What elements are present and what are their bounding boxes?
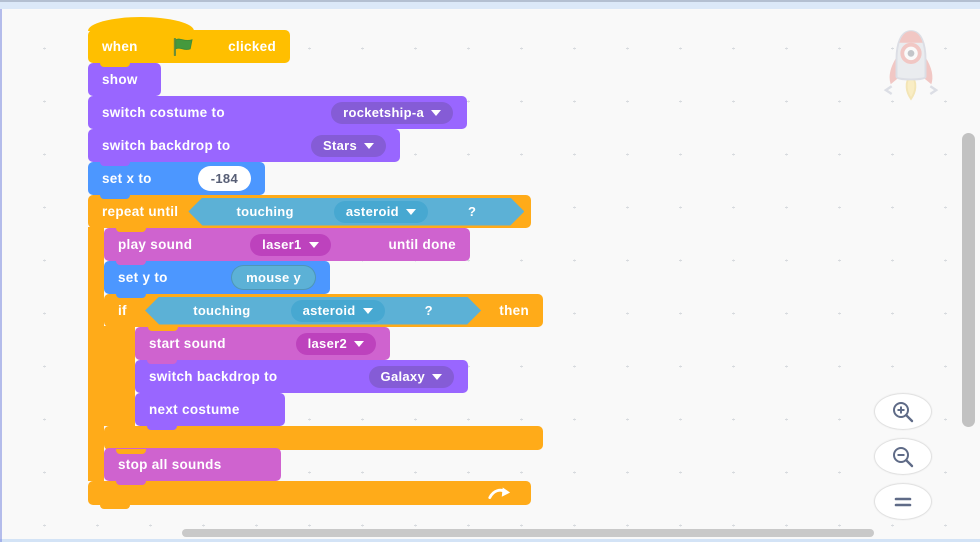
switch-backdrop-label: switch backdrop to	[102, 138, 231, 153]
horizontal-scrollbar[interactable]	[182, 529, 874, 537]
block-when-flag-clicked[interactable]: when clicked	[88, 30, 290, 67]
stop-all-sounds-label: stop all sounds	[118, 457, 222, 472]
play-sound-label: play sound	[118, 237, 193, 252]
chevron-down-icon	[431, 109, 441, 116]
green-flag-icon	[173, 37, 193, 56]
next-costume-label: next costume	[149, 402, 240, 417]
asteroid-dropdown[interactable]: asteroid	[334, 201, 428, 223]
block-start-sound[interactable]: start sound laser2	[135, 327, 390, 364]
block-play-sound[interactable]: play sound laser1 until done	[104, 228, 470, 265]
when-label: when	[102, 39, 138, 54]
zoom-in-button[interactable]	[874, 393, 932, 430]
backdrop-dropdown-value: Stars	[322, 138, 357, 153]
chevron-down-icon	[308, 241, 319, 248]
mouse-y-reporter[interactable]: mouse y	[231, 265, 316, 290]
backdrop-dropdown-galaxy[interactable]: Galaxy	[368, 365, 454, 388]
magnifier-minus-icon	[893, 446, 914, 467]
repeat-until-label: repeat until	[102, 204, 179, 219]
vertical-scrollbar[interactable]	[962, 133, 975, 427]
top-border	[0, 0, 980, 9]
repeat-until-footer[interactable]	[88, 481, 531, 509]
block-set-y[interactable]: set y to mouse y	[104, 261, 330, 298]
question-mark-label: ?	[424, 303, 433, 318]
backdrop-dropdown-stars[interactable]: Stars	[310, 134, 386, 157]
set-x-label: set x to	[102, 171, 152, 186]
bottom-border	[0, 539, 980, 542]
left-border	[0, 9, 2, 542]
block-show[interactable]: show	[88, 63, 161, 100]
asteroid-dropdown-value: asteroid	[345, 204, 399, 219]
touching-asteroid-condition[interactable]: touching asteroid ?	[188, 198, 524, 226]
start-sound-label: start sound	[149, 336, 226, 351]
chevron-down-icon	[354, 340, 364, 347]
hat-cap[interactable]	[88, 17, 194, 31]
x-value: -184	[210, 171, 238, 186]
chevron-down-icon	[432, 373, 442, 380]
if-arm[interactable]	[104, 326, 135, 426]
mouse-y-label: mouse y	[246, 270, 301, 285]
sound-dropdown-laser2[interactable]: laser2	[295, 332, 376, 355]
block-set-x[interactable]: set x to -184	[88, 162, 265, 199]
magnifier-plus-icon	[893, 401, 914, 422]
loop-arrow-icon	[488, 487, 511, 499]
question-mark-label: ?	[467, 204, 477, 219]
block-switch-backdrop-stars[interactable]: switch backdrop to Stars	[88, 129, 400, 166]
show-label: show	[102, 72, 138, 87]
sound-dropdown-value: laser2	[307, 336, 347, 351]
switch-costume-label: switch costume to	[102, 105, 225, 120]
backdrop-dropdown-value: Galaxy	[380, 369, 425, 384]
asteroid-dropdown-if[interactable]: asteroid	[291, 300, 385, 322]
x-value-input[interactable]: -184	[197, 166, 251, 191]
costume-dropdown-value: rocketship-a	[343, 105, 424, 120]
rocketship-watermark	[883, 30, 939, 101]
repeat-until-arm[interactable]	[88, 227, 104, 481]
zoom-reset-button[interactable]	[874, 483, 932, 520]
chevron-down-icon	[363, 308, 373, 314]
touching-label: touching	[236, 204, 294, 219]
if-label: if	[118, 303, 127, 318]
sound-dropdown-laser1[interactable]: laser1	[250, 233, 331, 256]
chevron-down-icon	[364, 142, 374, 149]
zoom-out-button[interactable]	[874, 438, 932, 475]
if-footer[interactable]	[104, 426, 543, 454]
touching-label: touching	[193, 303, 251, 318]
block-switch-backdrop-galaxy[interactable]: switch backdrop to Galaxy	[135, 360, 468, 397]
block-repeat-until[interactable]: repeat until touching asteroid ?	[88, 195, 531, 232]
block-if-then[interactable]: if touching asteroid ? then	[104, 294, 543, 331]
block-next-costume[interactable]: next costume	[135, 393, 285, 430]
clicked-label: clicked	[228, 39, 276, 54]
then-label: then	[499, 303, 529, 318]
block-switch-costume[interactable]: switch costume to rocketship-a	[88, 96, 467, 133]
switch-backdrop-label: switch backdrop to	[149, 369, 278, 384]
equals-icon	[894, 497, 912, 506]
asteroid-dropdown-value: asteroid	[302, 303, 356, 318]
chevron-down-icon	[406, 209, 416, 215]
touching-asteroid-condition-if[interactable]: touching asteroid ?	[145, 297, 481, 325]
sound-dropdown-value: laser1	[262, 237, 302, 252]
until-done-label: until done	[388, 237, 456, 252]
set-y-label: set y to	[118, 270, 168, 285]
costume-dropdown[interactable]: rocketship-a	[331, 101, 453, 124]
